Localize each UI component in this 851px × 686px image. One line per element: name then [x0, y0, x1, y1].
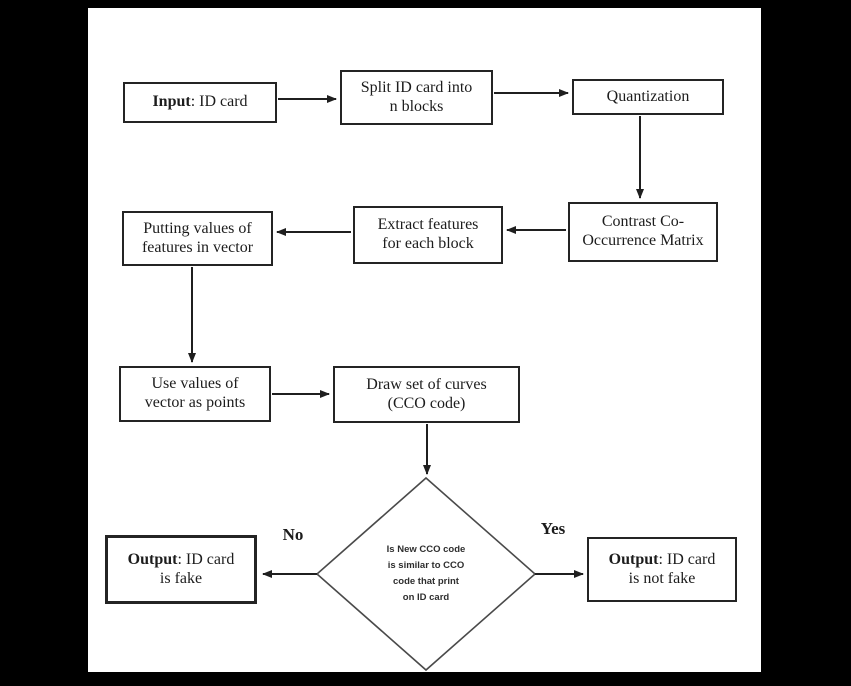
- node-output-not-fake-label-bold: Output: [608, 550, 659, 568]
- node-input-label: Input: ID card: [152, 93, 247, 112]
- node-split-id-card: Split ID card into n blocks: [340, 70, 493, 125]
- decision-diamond: [315, 476, 537, 672]
- node-quantization: Quantization: [572, 79, 724, 115]
- node-input-id-card: Input: ID card: [123, 82, 277, 123]
- decision-diamond-label: Is New CCO code is similar to CCO code t…: [386, 544, 466, 603]
- node-output-fake-label-bold: Output: [127, 550, 178, 568]
- node-output-fake-label: Output: ID card is fake: [128, 551, 235, 588]
- edge-label-no: No: [282, 525, 304, 544]
- node-putting-values: Putting values of features in vector: [122, 211, 273, 266]
- flowchart-canvas: Input: ID card Split ID card into n bloc…: [88, 8, 761, 672]
- node-output-not-fake: Output: ID card is not fake: [587, 537, 737, 602]
- node-draw-set-of-curves: Draw set of curves (CCO code): [333, 366, 520, 423]
- node-extract-features: Extract features for each block: [353, 206, 503, 264]
- node-use-values-as-points: Use values of vector as points: [119, 366, 271, 422]
- node-input-label-rest: : ID card: [190, 93, 248, 111]
- edge-label-yes: Yes: [540, 519, 566, 538]
- node-output-not-fake-label-rest: : ID card is not fake: [628, 550, 716, 587]
- node-extract-label: Extract features for each block: [377, 216, 479, 252]
- node-output-not-fake-label: Output: ID card is not fake: [609, 551, 716, 588]
- node-contrast-label: Contrast Co- Occurrence Matrix: [582, 213, 704, 249]
- node-split-label: Split ID card into n blocks: [360, 78, 473, 115]
- node-output-fake: Output: ID card is fake: [105, 535, 257, 604]
- node-draw-curves-label: Draw set of curves (CCO code): [366, 375, 487, 412]
- node-putting-label: Putting values of features in vector: [141, 219, 254, 256]
- node-output-fake-label-rest: : ID card is fake: [159, 550, 235, 587]
- node-quantization-label: Quantization: [606, 87, 690, 105]
- node-input-label-bold: Input: [152, 93, 191, 111]
- node-contrast-co-occurrence: Contrast Co- Occurrence Matrix: [568, 202, 718, 262]
- node-use-values-label: Use values of vector as points: [144, 375, 246, 411]
- flowchart-connector-layer: [188, 89, 644, 672]
